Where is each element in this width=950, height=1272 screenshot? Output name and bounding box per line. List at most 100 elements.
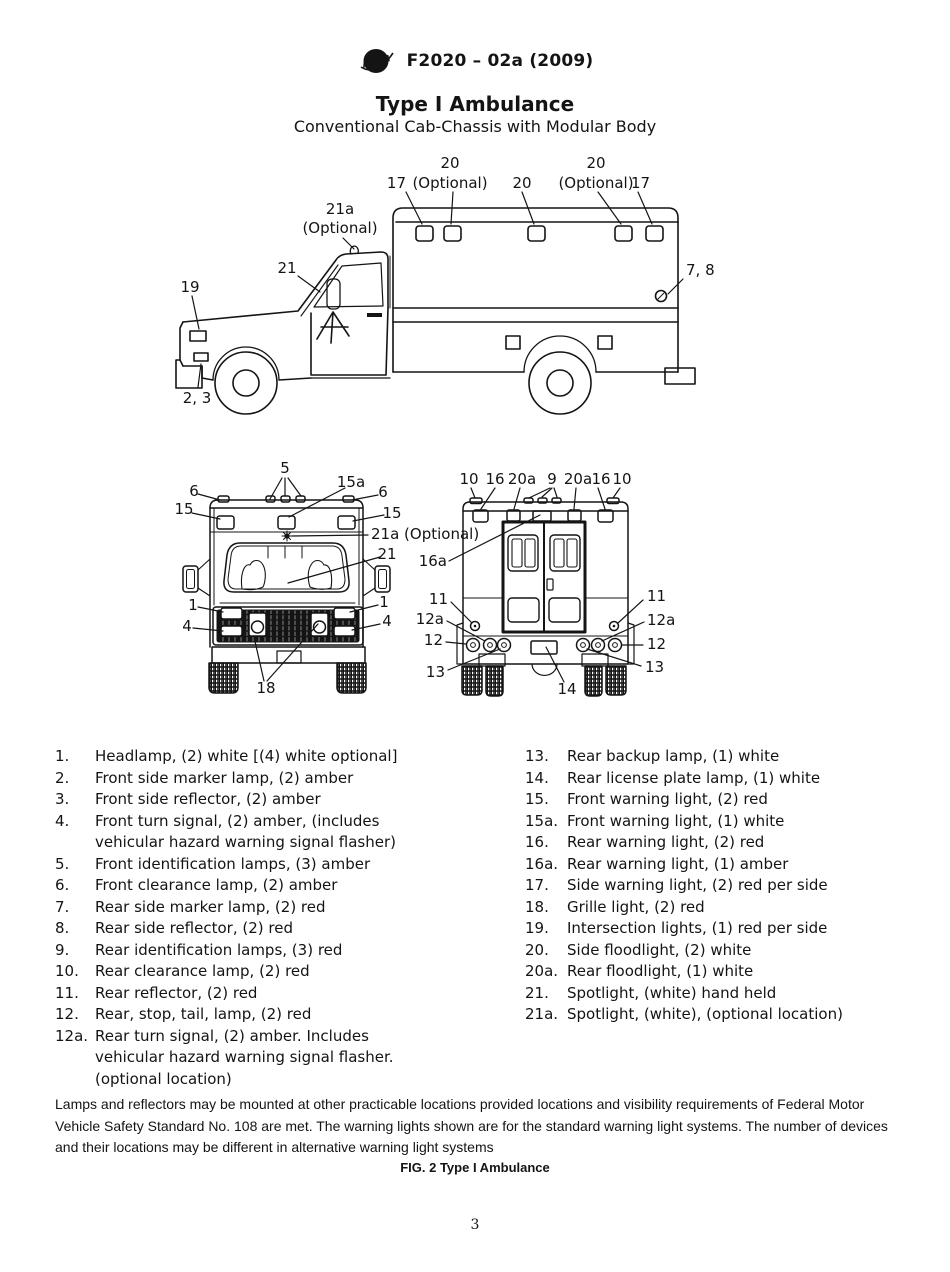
diagram-label: (Optional)	[302, 219, 377, 237]
diagram-label: 11	[647, 587, 666, 605]
right-mirror	[362, 558, 391, 597]
legend-item-text: Spotlight, (white), (optional location)	[567, 1005, 843, 1023]
diagram-label: 20	[512, 174, 531, 192]
diagram-label: 12	[647, 635, 666, 653]
legend-item: 9.Rear identification lamps, (3) red	[55, 940, 510, 962]
diagram-label: 6	[189, 482, 199, 500]
legend-item: 15a.Front warning light, (1) white	[525, 811, 935, 833]
diagram-label: 17	[631, 174, 650, 192]
legend-item-number: 12.	[55, 1005, 79, 1023]
legend-item-text: Front side reflector, (2) amber	[95, 790, 321, 808]
standard-designation: F2020 – 02a (2009)	[406, 51, 594, 71]
page-number: 3	[470, 1217, 480, 1233]
legend-item-text: Spotlight, (white) hand held	[567, 983, 777, 1002]
legend-item: 4.Front turn signal, (2) amber, (include…	[55, 811, 510, 854]
legend-item-text: Headlamp, (2) white [(4) white optional]	[95, 747, 398, 765]
legend-item: 20. Side floodlight, (2) white	[525, 940, 935, 962]
footnote-line: Vehicle Safety Standard No. 108 are met.…	[55, 1117, 888, 1134]
diagram-label: 1	[188, 596, 198, 614]
legend-item: 13.Rear backup lamp, (1) white	[525, 746, 935, 768]
legend-item-text: Intersection lights, (1) red per side	[567, 919, 828, 937]
diagram-label: 21a	[326, 200, 354, 218]
legend-item-text: Rear clearance lamp, (2) red	[95, 962, 310, 980]
side-leader-lines	[191, 191, 684, 388]
legend-item-number: 20a.	[525, 962, 559, 980]
rear-lamp-clusters	[465, 637, 623, 653]
diagram-label: 15a	[337, 473, 365, 491]
footnote-line: and their locations may be different in …	[55, 1139, 494, 1156]
diagram-label: 20a	[508, 470, 536, 488]
legend-item-number: 13.	[525, 747, 549, 765]
diagram-label: 16	[591, 470, 610, 488]
diagram-label: 1	[379, 593, 389, 611]
legend-item: 17.Side warning light, (2) red per side	[525, 875, 935, 897]
legend-item: 1.Headlamp, (2) white [(4) white optiona…	[55, 746, 510, 768]
legend-item: 6.Front clearance lamp, (2) amber	[55, 875, 510, 897]
legend-item-text: Rear, stop, tail, lamp, (2) red	[95, 1005, 312, 1023]
legend-item-number: 16.	[525, 833, 549, 851]
front-rear-diagrams: 5 6 15 15a 6 15 21a (Optional) 21 1 1 4 …	[174, 459, 675, 698]
diagram-label: 17	[387, 174, 406, 192]
legend-item-text: Rear license plate lamp, (1) white	[567, 768, 821, 787]
front-view-diagram: 5 6 15 15a 6 15 21a (Optional) 21 1 1 4 …	[174, 459, 479, 697]
legend-item-number: 5.	[55, 854, 70, 873]
legend-item-number: 3.	[55, 790, 70, 808]
rear-leader-lines	[445, 487, 645, 683]
diagram-label: 12a	[647, 611, 675, 629]
diagram-label: 10	[612, 470, 631, 488]
front-leader-lines	[191, 477, 385, 682]
legend-item: 12. Rear, stop, tail, lamp, (2) red	[55, 1004, 510, 1026]
diagram-label: 21a (Optional)	[371, 525, 479, 543]
side-cab	[175, 245, 391, 415]
legend-item-text: Rear floodlight, (1) white	[567, 962, 754, 980]
legend-item-text: Front clearance lamp, (2) amber	[95, 876, 338, 894]
legend-item-number: 15a.	[525, 811, 559, 830]
legend-item-text: Rear side marker lamp, (2) red	[95, 897, 326, 916]
legend-item-number: 20.	[525, 940, 549, 959]
diagram-label: (Optional)	[558, 174, 633, 192]
rear-wheel	[528, 351, 592, 415]
legend-item: 19.Intersection lights, (1) red per side	[525, 918, 935, 940]
legend-item: 2.Front side marker lamp, (2) amber	[55, 768, 510, 790]
legend-item-text: Side warning light, (2) red per side	[567, 876, 828, 894]
legend-item-text: Side floodlight, (2) white	[567, 940, 752, 959]
diagram-label: 20	[440, 154, 459, 172]
diagram-label: 7, 8	[686, 261, 715, 279]
legend-item: 11.Rear reflector, (2) red	[55, 983, 510, 1005]
legend-item-number: 14.	[525, 768, 549, 787]
legend-item-text: Front identification lamps, (3) amber	[95, 854, 371, 873]
grille-lights	[248, 612, 329, 637]
diagram-label: 13	[426, 663, 445, 681]
legend-left-column: 1.Headlamp, (2) white [(4) white optiona…	[55, 746, 510, 1090]
diagram-label: 10	[459, 470, 478, 488]
legend-item-text: Front warning light, (2) red	[567, 790, 768, 808]
diagram-label: 2, 3	[183, 389, 212, 407]
legend-item-text: Rear side reflector, (2) red	[95, 919, 293, 937]
footnote-line: Lamps and reflectors may be mounted at o…	[55, 1096, 865, 1112]
diagram-label: 16a	[419, 552, 447, 570]
legend-item-number: 16a.	[525, 854, 559, 873]
side-modular-body	[392, 207, 696, 385]
legend-item-text: Front side marker lamp, (2) amber	[95, 768, 354, 787]
footnote: Lamps and reflectors may be mounted at o…	[55, 1094, 917, 1159]
legend-item-text: Grille light, (2) red	[567, 897, 705, 916]
rear-side-marker-lamp	[654, 289, 668, 303]
figure-caption: FIG. 2 Type I Ambulance	[400, 1160, 550, 1175]
diagram-label: 18	[256, 679, 275, 697]
legend-item-number: 9.	[55, 940, 70, 959]
diagram-label: 6	[378, 483, 388, 501]
legend-item-number: 12a.	[55, 1026, 89, 1045]
legend-item-text: Rear warning light, (1) amber	[567, 854, 789, 873]
spotlight-optional-mark	[281, 530, 293, 542]
astm-logo: ASTM	[360, 49, 394, 73]
page-subtitle: Conventional Cab-Chassis with Modular Bo…	[293, 117, 657, 136]
legend-item-number: 18.	[525, 897, 549, 916]
legend-item: 21.Spotlight, (white) hand held	[525, 983, 935, 1005]
diagram-label: 9	[547, 470, 557, 488]
left-mirror	[182, 558, 211, 597]
legend-item-number: 10.	[55, 962, 79, 980]
